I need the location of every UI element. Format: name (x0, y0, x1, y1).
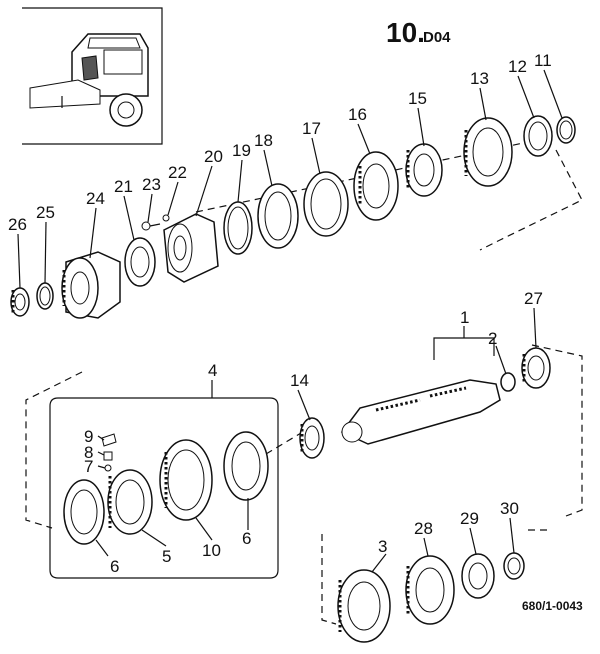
part-20-housing (163, 213, 219, 283)
part-24-flange (61, 251, 121, 319)
part-16-bearing (353, 151, 399, 221)
part-1-main-shaft (340, 379, 501, 445)
part-21-ring (124, 237, 156, 287)
truck-inset (22, 7, 163, 145)
section-number: 10. (386, 17, 425, 48)
callout-16: 16 (348, 105, 367, 124)
callout-28: 28 (414, 519, 433, 538)
part-22-washer (162, 214, 170, 222)
part-28-gear (405, 555, 455, 625)
callout-10: 10 (202, 541, 221, 560)
part-15-gear (405, 143, 443, 197)
part-26-bearing (10, 287, 30, 317)
callout-11: 11 (534, 51, 552, 70)
callout-13: 13 (470, 69, 489, 88)
part-13-synchro-ring (463, 117, 513, 187)
callout-1-bracket (433, 326, 495, 360)
callout-2: 2 (488, 329, 497, 348)
callout-18: 18 (254, 131, 273, 150)
callout-20: 20 (204, 147, 223, 166)
part-27-bearing (521, 347, 551, 389)
part-10-sleeve (159, 439, 213, 521)
part-8-spring (103, 451, 113, 461)
part-6-synchro-ring-left (63, 479, 105, 545)
part-23-bolt (141, 221, 161, 231)
callout-12: 12 (508, 57, 527, 76)
part-6-synchro-ring-right (223, 431, 269, 501)
callout-3: 3 (378, 537, 387, 556)
callout-numbers: 1 2 3 4 5 6 6 7 8 9 10 11 12 13 14 15 16… (8, 51, 552, 576)
truck-cab-illustration (29, 33, 149, 127)
callout-7: 7 (84, 457, 93, 476)
part-5-hub (107, 469, 153, 535)
part-17-gasket (303, 171, 349, 237)
part-7-ball (104, 464, 112, 472)
part-9-key (101, 433, 117, 447)
callout-24: 24 (86, 189, 105, 208)
callout-9: 9 (84, 427, 93, 446)
leader-lines (17, 69, 563, 573)
callout-30: 30 (500, 499, 519, 518)
callout-26: 26 (8, 215, 27, 234)
part-14-needle-bearing (299, 417, 325, 459)
part-3-gear (337, 569, 391, 643)
callout-15: 15 (408, 89, 427, 108)
part-2-ring (500, 372, 516, 392)
callout-25: 25 (36, 203, 55, 222)
callout-6-right: 6 (242, 529, 251, 548)
synchronizer-assembly-box (49, 380, 279, 579)
part-29-bearing (461, 553, 495, 599)
section-suffix: D04 (423, 29, 451, 46)
callout-4: 4 (208, 361, 217, 380)
callout-23: 23 (142, 175, 161, 194)
callout-14: 14 (290, 371, 309, 390)
part-12-ring (523, 115, 553, 157)
callout-6-left: 6 (110, 557, 119, 576)
callout-8: 8 (84, 443, 93, 462)
part-19-ring (223, 201, 253, 255)
drawing-reference: 680/1-0043 (522, 599, 583, 613)
callout-21: 21 (114, 177, 133, 196)
callout-27: 27 (524, 289, 543, 308)
callout-5: 5 (162, 547, 171, 566)
part-25-ring (36, 282, 54, 310)
part-30-ring (503, 552, 525, 580)
callout-19: 19 (232, 141, 251, 160)
callout-22: 22 (168, 163, 187, 182)
callout-29: 29 (460, 509, 479, 528)
callout-17: 17 (302, 119, 321, 138)
part-18-gasket (257, 183, 299, 249)
callout-1: 1 (460, 308, 469, 327)
part-11-circlip (556, 116, 576, 144)
